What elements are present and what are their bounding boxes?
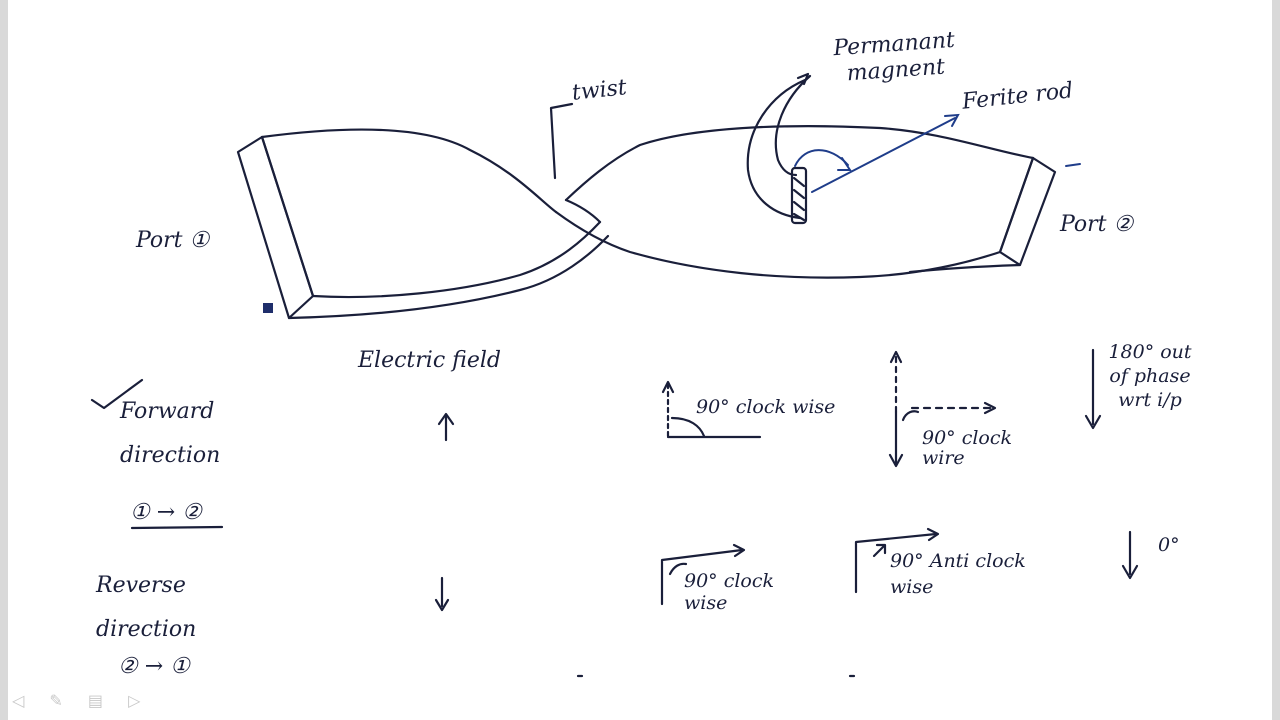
twist-pointer bbox=[549, 102, 574, 180]
port2-label: Port ② bbox=[1060, 212, 1134, 237]
slide-nav-icons[interactable]: ◁ ✎ ▤ ▷ bbox=[12, 691, 151, 710]
ferrite-pointer bbox=[811, 117, 956, 193]
ferrite-rod bbox=[790, 149, 852, 225]
rev-field-arrow bbox=[434, 576, 450, 612]
check-icon bbox=[90, 378, 144, 410]
rev-ferrite-text: 90° Anti clock wise bbox=[890, 550, 1026, 598]
fwd-result-arrow bbox=[1084, 348, 1102, 430]
electric-field-heading: Electric field bbox=[358, 348, 501, 373]
fwd-ferrite-symbol bbox=[888, 350, 997, 468]
fwd-ferrite-text: 90° clock wire bbox=[922, 427, 1013, 469]
rev-twist-text: 90° clock wise bbox=[684, 570, 775, 614]
fwd-field-arrow bbox=[437, 412, 455, 442]
twist-label: twist bbox=[570, 75, 628, 106]
fwd-result-text: 180° out of phase wrt i/p bbox=[1108, 341, 1192, 411]
rev-ferrite-symbol bbox=[854, 527, 940, 594]
port2-flange bbox=[998, 156, 1057, 267]
magnet-pointer bbox=[746, 72, 812, 220]
port1-label: Port ① bbox=[136, 228, 210, 253]
port1-flange bbox=[236, 135, 315, 320]
pointer-dot bbox=[263, 303, 273, 313]
twisted-waveguide bbox=[260, 125, 1035, 320]
rev-twist-symbol bbox=[660, 543, 746, 606]
fwd-twist-symbol bbox=[661, 380, 762, 439]
fwd-twist-text: 90° clock wise bbox=[696, 396, 836, 418]
reverse-ports-label: ② → ① bbox=[118, 654, 190, 679]
forward-direction-label: Forward direction bbox=[120, 399, 221, 468]
rev-result-text: 0° bbox=[1158, 534, 1180, 556]
reverse-direction-label: Reverse direction bbox=[96, 573, 197, 642]
rev-result-arrow bbox=[1121, 530, 1139, 580]
forward-ports-label: ① → ② bbox=[130, 500, 202, 525]
